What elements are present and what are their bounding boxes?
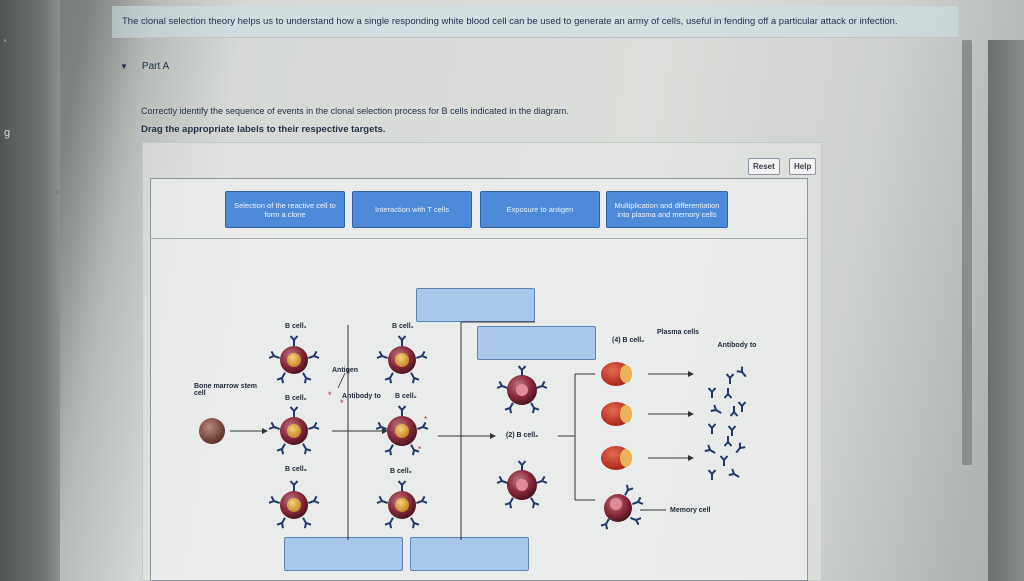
left-background: ' g bbox=[0, 0, 60, 581]
label-exposure-antigen[interactable]: Exposure to antigen bbox=[480, 191, 600, 228]
chevron-right-icon[interactable]: › bbox=[56, 187, 59, 197]
svg-text:*: * bbox=[328, 390, 332, 400]
b-cell-2-label: B cell₂ bbox=[395, 393, 417, 400]
b-cell-3-col1 bbox=[268, 480, 320, 530]
label-interaction-t-cells[interactable]: Interaction with T cells bbox=[352, 191, 472, 228]
plasma-cell bbox=[601, 446, 632, 470]
memory-cell-label: Memory cell bbox=[670, 507, 711, 514]
bone-marrow-label: Bone marrow stem cell bbox=[194, 383, 258, 398]
b-cell-2-label: B cell₂ bbox=[285, 395, 307, 402]
part-a-toggle[interactable]: ▼ Part A bbox=[120, 61, 169, 72]
intro-banner: The clonal selection theory helps us to … bbox=[112, 6, 958, 38]
drag-instruction: Drag the appropriate labels to their res… bbox=[141, 124, 386, 135]
clonal-selection-diagram: * * ** bbox=[199, 321, 750, 540]
drop-target-bottom-right[interactable] bbox=[410, 537, 529, 571]
b-cell-3-label: B cell₃ bbox=[285, 466, 307, 473]
reset-button[interactable]: Reset bbox=[748, 158, 780, 175]
free-antibodies bbox=[703, 365, 750, 482]
b-cell-2-col1 bbox=[268, 406, 320, 456]
b-cell-1-col1 bbox=[268, 335, 320, 385]
svg-text:*: * bbox=[418, 445, 421, 454]
b-cell-2-step2-bottom bbox=[496, 460, 548, 510]
plasma-cells-label: Plasma cells bbox=[657, 329, 700, 336]
antigen-label: Antigen bbox=[332, 367, 359, 374]
question-text: Correctly identify the sequence of event… bbox=[141, 106, 569, 116]
label-multiplication[interactable]: Multiplication and differentiation into … bbox=[606, 191, 728, 228]
diagram-canvas bbox=[150, 178, 808, 581]
scrollbar[interactable] bbox=[962, 40, 972, 465]
caret-down-icon: ▼ bbox=[120, 62, 128, 71]
label-bank bbox=[150, 178, 808, 239]
edge-mark: g bbox=[4, 127, 11, 139]
step-4-b-cell-label: (4) B cell₂ bbox=[612, 337, 645, 344]
svg-text:*: * bbox=[424, 415, 427, 424]
drop-target-middle[interactable] bbox=[477, 326, 596, 360]
b-cell-1-label: B cell₁ bbox=[285, 323, 307, 330]
drop-target-bottom-left[interactable] bbox=[284, 537, 403, 571]
svg-text:*: * bbox=[340, 398, 344, 408]
label-selection-reactive-cell[interactable]: Selection of the reactive cell to form a… bbox=[225, 191, 345, 228]
b-cell-1-col2 bbox=[376, 335, 428, 385]
b-cell-2-step2-top bbox=[496, 365, 548, 415]
right-background bbox=[988, 40, 1024, 581]
stem-cell bbox=[199, 418, 225, 444]
edge-mark: ' bbox=[4, 38, 7, 50]
plasma-cell bbox=[601, 362, 632, 386]
part-title: Part A bbox=[141, 61, 170, 72]
b-cell-2-col2: ** bbox=[375, 405, 429, 457]
plasma-cell bbox=[601, 402, 632, 426]
b-cell-3-col2 bbox=[376, 480, 428, 530]
step-2-b-cell-label: (2) B cell₂ bbox=[506, 432, 539, 439]
antibody-label: Antibody to bbox=[342, 393, 381, 400]
b-cell-1-label: B cell₁ bbox=[392, 323, 414, 330]
antibody-label: Antibody to bbox=[717, 342, 757, 349]
b-cell-3-label: B cell₃ bbox=[390, 468, 412, 475]
memory-cell bbox=[599, 483, 644, 531]
help-button[interactable]: Help bbox=[789, 158, 817, 175]
